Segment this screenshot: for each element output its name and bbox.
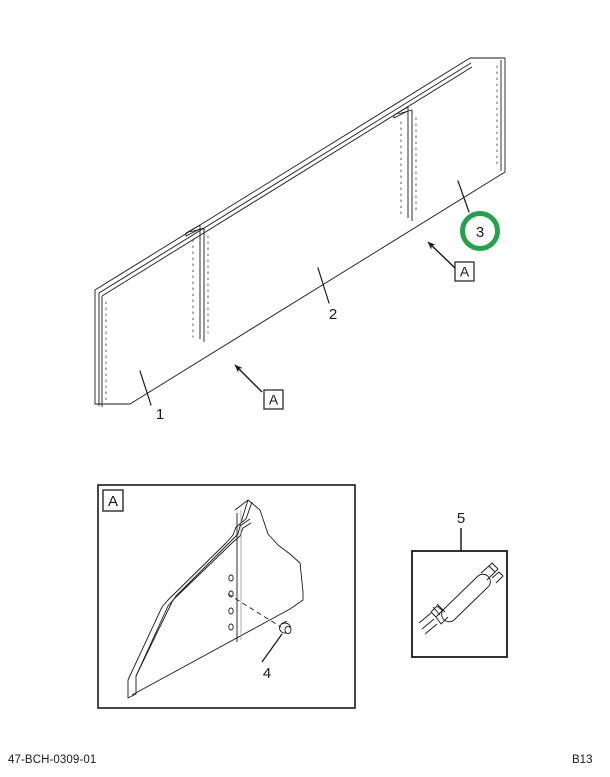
panel-outline xyxy=(94,57,506,405)
bracket-hole-3 xyxy=(228,607,234,615)
detail-5-frame xyxy=(411,550,508,658)
sealant-tube xyxy=(418,562,504,635)
section-arrow-a-upper-box xyxy=(454,261,475,282)
bracket-bottom-edge xyxy=(131,608,291,696)
tube-plunger-cross xyxy=(432,606,441,616)
callout-2: 2 xyxy=(329,306,337,323)
detail-view-sealant: 5 xyxy=(411,510,508,658)
detail-a-frame xyxy=(97,484,356,709)
bracket-flange-top-fold-2 xyxy=(245,501,253,520)
panel-top-rail-inner xyxy=(101,66,473,297)
tube-nozzle-2 xyxy=(488,562,499,573)
section-arrow-a-lower-line xyxy=(234,364,263,393)
bracket-top-profile xyxy=(234,499,304,610)
section-arrow-a-lower-box xyxy=(263,389,284,410)
tube-nozzle xyxy=(480,565,496,581)
tube-barrel-cap-near xyxy=(441,609,455,623)
tube-plunger-rod-3 xyxy=(424,623,438,635)
main-callout-leaders xyxy=(139,180,470,406)
highlight-ring-icon xyxy=(460,211,500,251)
leader-1 xyxy=(139,370,152,406)
callout-3: 3 xyxy=(476,224,484,241)
tube-plunger-rod-2 xyxy=(421,618,435,630)
rivet-lines xyxy=(105,65,498,401)
tube-plunger-body-2 xyxy=(430,605,444,618)
section-arrow-a-upper-label: A xyxy=(460,264,470,280)
tube-plunger-rod-1 xyxy=(418,612,432,624)
leader-3 xyxy=(457,180,470,213)
panel-seam-right xyxy=(393,106,413,221)
tube-nozzle-tip xyxy=(491,571,504,584)
main-panel-assembly xyxy=(94,57,506,407)
tube-barrel-cap-far xyxy=(477,573,491,587)
panel-seam-left xyxy=(185,224,205,342)
section-arrow-a-lower-label: A xyxy=(269,392,279,408)
detail-a-label: A xyxy=(108,493,118,510)
detail-a-rivet xyxy=(279,620,292,635)
callout-3-highlight[interactable]: 3 xyxy=(460,211,500,251)
detail-a-label-box xyxy=(102,489,124,512)
section-arrow-a-lower[interactable]: A xyxy=(234,364,284,410)
detail-a-bracket xyxy=(127,499,304,699)
callout-5: 5 xyxy=(457,510,465,527)
section-arrow-a-upper-line xyxy=(427,241,456,269)
detail-view-a: A xyxy=(97,484,356,709)
bracket-flange-inner xyxy=(135,522,252,677)
rivet-assembly-axis xyxy=(227,593,282,628)
tube-plunger-cross-2 xyxy=(436,603,446,613)
callout-4: 4 xyxy=(263,665,271,682)
leader-2 xyxy=(317,267,330,304)
leader-4 xyxy=(261,633,283,663)
document-number: 47-BCH-0309-01 xyxy=(8,754,97,766)
bracket-flange-edge-2 xyxy=(127,518,247,681)
tube-barrel xyxy=(442,575,479,611)
callout-1: 1 xyxy=(156,406,164,423)
page-code: B13 xyxy=(572,754,593,766)
section-arrow-a-upper[interactable]: A xyxy=(427,241,475,282)
bracket-hole-1 xyxy=(228,574,234,582)
panel-top-rail xyxy=(98,62,472,294)
tube-barrel-2 xyxy=(453,585,490,621)
bracket-hole-4 xyxy=(228,623,234,631)
tube-plunger-body xyxy=(435,609,449,625)
